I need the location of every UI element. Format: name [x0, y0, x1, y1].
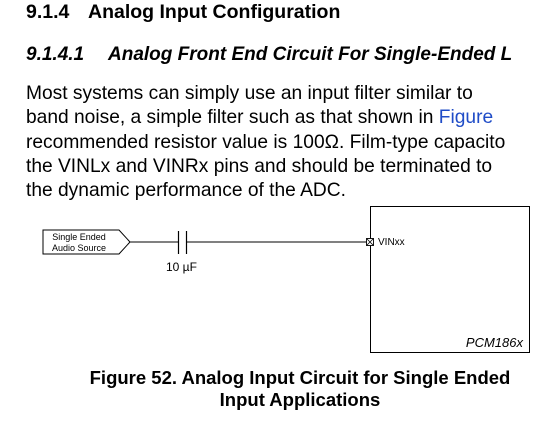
paragraph-line-5: the dynamic performance of the ADC.	[26, 180, 346, 202]
paragraph-line-1: Most systems can simply use an input fil…	[26, 83, 473, 104]
section-title: Analog Input Configuration	[88, 1, 341, 23]
source-label-line-2: Audio Source	[52, 243, 106, 253]
source-label-line-1: Single Ended	[52, 232, 106, 242]
paragraph-line-4: the VINLx and VINRx pins and should be t…	[26, 155, 493, 177]
figure-reference-link[interactable]: Figure	[438, 107, 494, 129]
pin-marker-cross-2	[366, 238, 374, 246]
subsection-number: 9.1.4.1	[26, 44, 85, 65]
section-number: 9.1.4	[26, 1, 70, 23]
section-heading: 9.1.4 Analog Input Configuration	[26, 1, 340, 24]
chip-label: PCM186x	[466, 335, 524, 350]
paragraph-line-2-text: band noise, a simple filter such as that…	[26, 107, 439, 129]
subsection-heading: 9.1.4.1 Analog Front End Circuit For Sing…	[26, 44, 512, 66]
body-paragraph: Most systems can simply use an input fil…	[26, 82, 505, 203]
audio-source-shape	[42, 229, 131, 255]
figure-caption-line-1: Figure 52. Analog Input Circuit for Sing…	[89, 367, 511, 388]
capacitor-label: 10 µF	[166, 260, 197, 274]
pin-label: VINxx	[378, 237, 405, 248]
paragraph-line-2: band noise, a simple filter such as that…	[26, 106, 505, 130]
subsection-title: Analog Front End Circuit For Single-Ende…	[108, 44, 513, 65]
pcm186x-chip	[370, 206, 530, 353]
figure-caption-line-2: Input Applications	[219, 389, 381, 410]
paragraph-line-3: recommended resistor value is 100Ω. Film…	[26, 131, 506, 153]
